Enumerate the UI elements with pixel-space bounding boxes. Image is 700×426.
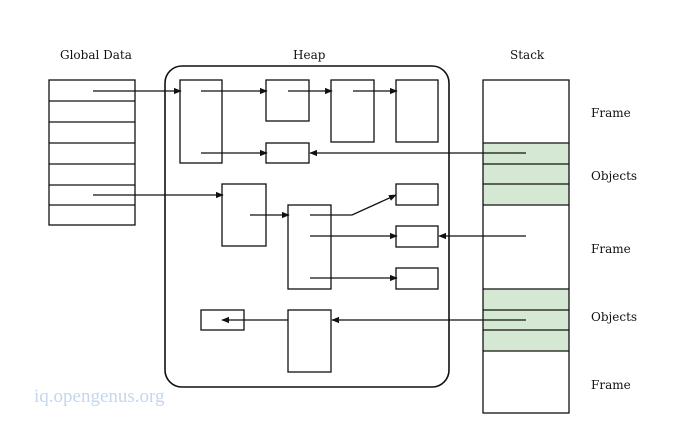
- heap-objects: [179, 79, 439, 373]
- heap-object: [265, 142, 310, 164]
- heap-object: [395, 267, 439, 290]
- stack-box: [482, 79, 570, 414]
- global-data-title: Global Data: [60, 48, 132, 62]
- stack-label-objects-2: Objects: [591, 310, 638, 324]
- stack-label-frame-1: Frame: [591, 106, 631, 120]
- heap-boundary: [164, 65, 450, 388]
- heap-title: Heap: [293, 48, 326, 62]
- heap-object: [287, 309, 332, 373]
- heap-object: [179, 79, 223, 164]
- pointer-arrow: [310, 194, 397, 216]
- stack-label-frame-3: Frame: [591, 378, 631, 392]
- pointer-arrows: [93, 87, 526, 324]
- stack-objects-region-1: [483, 143, 569, 205]
- heap-object: [330, 79, 375, 143]
- heap-object: [395, 79, 439, 143]
- stack-label-objects-1: Objects: [591, 169, 638, 183]
- watermark-text: iq.opengenus.org: [34, 386, 165, 407]
- global-data-box: [48, 79, 136, 226]
- global-data-table: [48, 79, 136, 226]
- heap-object: [265, 79, 310, 122]
- heap-object: [287, 204, 332, 290]
- heap-object: [395, 183, 439, 206]
- stack-label-frame-2: Frame: [591, 242, 631, 256]
- stack-title: Stack: [510, 48, 545, 62]
- stack-column: [482, 79, 570, 414]
- heap-object: [395, 225, 439, 248]
